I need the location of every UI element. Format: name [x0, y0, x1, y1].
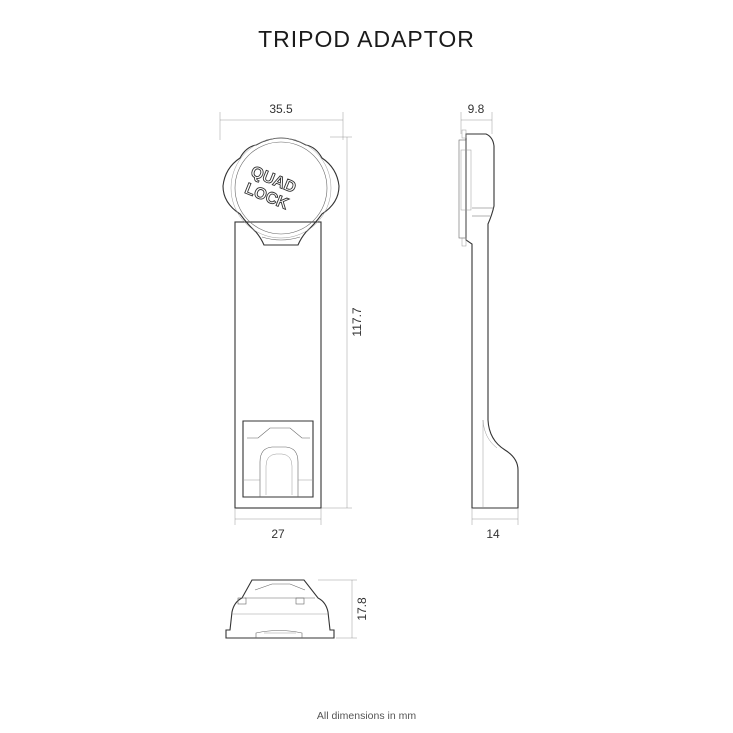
side-view: 9.8 14	[458, 102, 519, 541]
dimension-label-bottom-height: 17.8	[355, 597, 369, 621]
units-note: All dimensions in mm	[316, 710, 417, 722]
front-mount-notch	[261, 236, 301, 241]
dimension-front-top-width: 35.5	[219, 102, 344, 140]
dimension-side-bottom-depth: 14	[471, 508, 519, 541]
front-view: 35.5 117.7 QUAD LOCK	[219, 102, 364, 541]
side-profile	[465, 133, 519, 509]
dimension-label-height: 117.7	[350, 307, 364, 336]
dimension-front-bottom-width: 27	[234, 508, 322, 541]
dimension-label-bottom-width: 27	[271, 527, 285, 541]
bottom-view: 17.8	[225, 579, 369, 639]
front-mount-ring-outer	[230, 137, 332, 239]
dimension-front-height: 117.7	[320, 136, 364, 509]
bottom-profile	[225, 579, 335, 639]
dimension-bottom-height: 17.8	[318, 579, 369, 639]
front-mount-head	[222, 137, 340, 246]
dimension-label-top-width: 35.5	[269, 102, 293, 116]
dimension-label-side-thickness: 9.8	[468, 102, 485, 116]
quad-lock-logo: QUAD LOCK	[242, 163, 299, 214]
front-tripod-socket	[242, 420, 314, 498]
front-shaft	[234, 221, 322, 509]
side-mount-plate	[458, 139, 467, 239]
page-title: TRIPOD ADAPTOR	[258, 26, 475, 52]
dimension-side-top-thickness: 9.8	[460, 102, 493, 134]
dimension-label-side-depth: 14	[486, 527, 500, 541]
front-mount-ring	[234, 141, 328, 235]
